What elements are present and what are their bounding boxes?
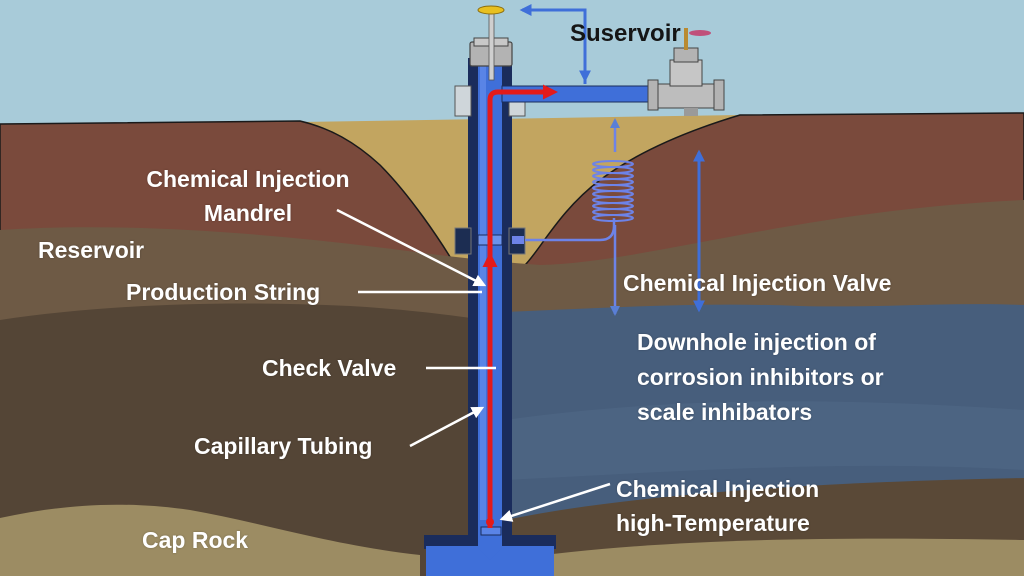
capillary-tubing-pointer: [409, 406, 485, 448]
high-temp-pointer: [499, 482, 611, 522]
label-reservoir: Reservoir: [38, 237, 145, 263]
label-production-string: Production String: [126, 279, 321, 305]
label-check-valve: Check Valve: [262, 355, 397, 381]
water-highlight: [505, 401, 1024, 480]
title-label: Suservoir: [570, 20, 681, 47]
handwheel-icon: [477, 5, 505, 15]
label-injection-valve: Chemical Injection Valve: [623, 270, 892, 296]
label-mandrel-line1: Chemical Injection: [146, 166, 350, 192]
sand-layer: [300, 115, 740, 265]
label-cap-rock: Cap Rock: [142, 527, 249, 553]
production-string-highlight: [480, 60, 486, 550]
label-downhole-line1: Downhole injection of: [637, 329, 876, 355]
surface-flange-left: [454, 85, 472, 117]
capillary-end: [486, 518, 494, 526]
coil-icon: [592, 160, 634, 222]
base-casing-left: [424, 535, 470, 549]
mandrel-block-left: [454, 227, 472, 255]
label-high-temp-line1: Chemical Injection: [616, 476, 820, 502]
injection-fitting: [512, 236, 524, 244]
valve-stem: [488, 9, 495, 81]
label-downhole-line3: scale inhibators: [637, 399, 813, 425]
label-mandrel-line2: Mandrel: [203, 200, 293, 226]
bottom-collar: [480, 526, 502, 536]
gate-valve: [647, 28, 725, 116]
label-capillary-tubing: Capillary Tubing: [194, 433, 373, 459]
mandrel-pointer: [336, 208, 487, 287]
base-casing-right: [510, 535, 556, 549]
capillary-line: [487, 84, 558, 528]
label-downhole-line2: corrosion inhibitors or: [637, 364, 884, 390]
label-high-temp-line2: high-Temperature: [616, 510, 810, 536]
cap-rock-right: [505, 538, 1024, 576]
valve-handle-icon: [689, 30, 711, 36]
cap-rock-layer: [0, 504, 420, 576]
